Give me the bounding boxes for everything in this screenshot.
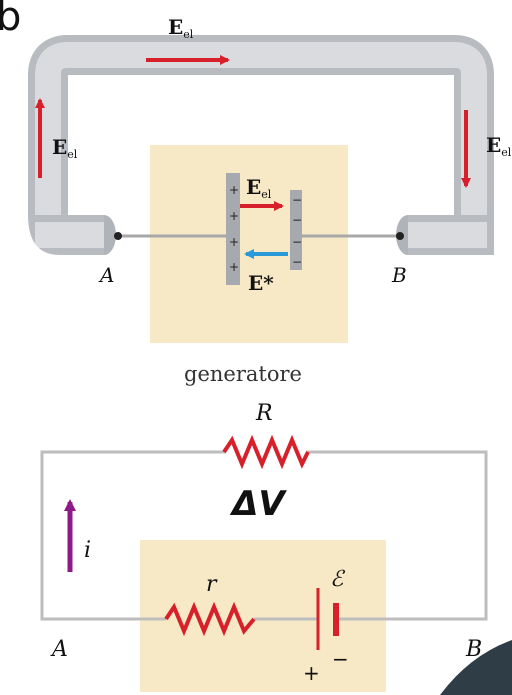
generator-caption: generatore [184,362,302,386]
corner-label: b [0,0,21,40]
plus-sign-2: + [229,209,239,223]
resistor-r-label: R [255,401,273,426]
plus-sign-4: + [229,260,239,274]
conductor-tube-highlight [35,42,487,235]
current-label: i [84,538,91,563]
field-label-left-e: E [52,135,67,159]
field-label-right-e: E [486,133,501,157]
field-label-left-sub: el [67,148,78,161]
bottom-terminal-b: B [465,637,482,662]
minus-sign-1: − [292,193,302,207]
emf-label: ℰ [330,567,346,592]
voltage-label: ΔV [229,484,287,524]
circuit-wire [40,450,488,621]
bottom-terminal-a: A [50,637,68,662]
tube-bend-b-hl [408,222,487,248]
generator-box [150,145,348,343]
field-label-top-sub: el [183,28,194,41]
negative-plate [290,190,302,270]
minus-sign-2: − [292,213,302,227]
plus-sign-3: + [229,235,239,249]
internal-resistor-label: r [206,572,218,597]
battery-minus: − [332,647,349,671]
field-label-generator-e: E [246,175,261,199]
internal-resistor [164,601,256,637]
field-label-right-sub: el [501,146,512,159]
field-label-generator: Eel [246,175,272,201]
bottom-generator-box [140,540,386,692]
corner-decoration [440,640,512,695]
field-label-top-e: E [168,15,183,39]
field-label-top: Eel [168,15,194,41]
positive-plate [226,173,240,285]
field-label-generator-sub: el [261,188,272,201]
resistor-r [222,434,310,470]
tube-bend-a-hl [35,222,104,248]
minus-sign-4: − [292,255,302,269]
terminal-b-dot [396,232,404,240]
minus-sign-3: − [292,235,302,249]
field-label-right: Eel [486,133,512,159]
field-star-label: E* [248,271,274,295]
field-label-left: Eel [52,135,78,161]
tube-mask-a [28,215,60,255]
terminal-a-dot [114,232,122,240]
plus-sign-1: + [229,183,239,197]
battery-plus: + [303,661,320,685]
terminal-a-label: A [98,263,114,287]
terminal-b-label: B [391,263,407,287]
